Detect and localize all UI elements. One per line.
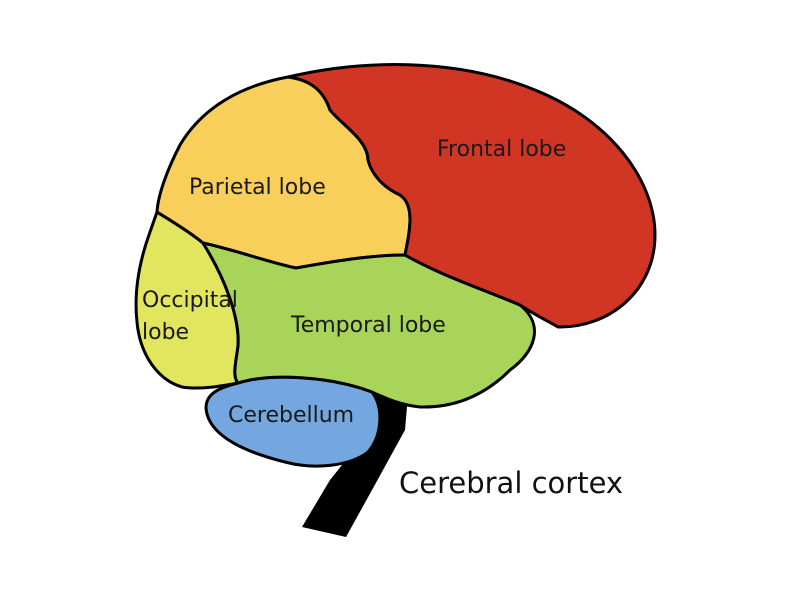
occipital-lobe-label-line2: lobe bbox=[142, 320, 189, 345]
diagram-title: Cerebral cortex bbox=[399, 466, 623, 500]
occipital-lobe-label-line1: Occipital bbox=[142, 288, 238, 313]
cerebellum-label: Cerebellum bbox=[228, 403, 354, 428]
temporal-lobe-label: Temporal lobe bbox=[290, 313, 446, 338]
temporal-lobe-region bbox=[201, 241, 536, 409]
frontal-lobe-label: Frontal lobe bbox=[437, 137, 566, 162]
brain-stem bbox=[302, 395, 408, 537]
parietal-lobe-label: Parietal lobe bbox=[189, 175, 326, 200]
frontal-lobe-region bbox=[286, 63, 657, 329]
